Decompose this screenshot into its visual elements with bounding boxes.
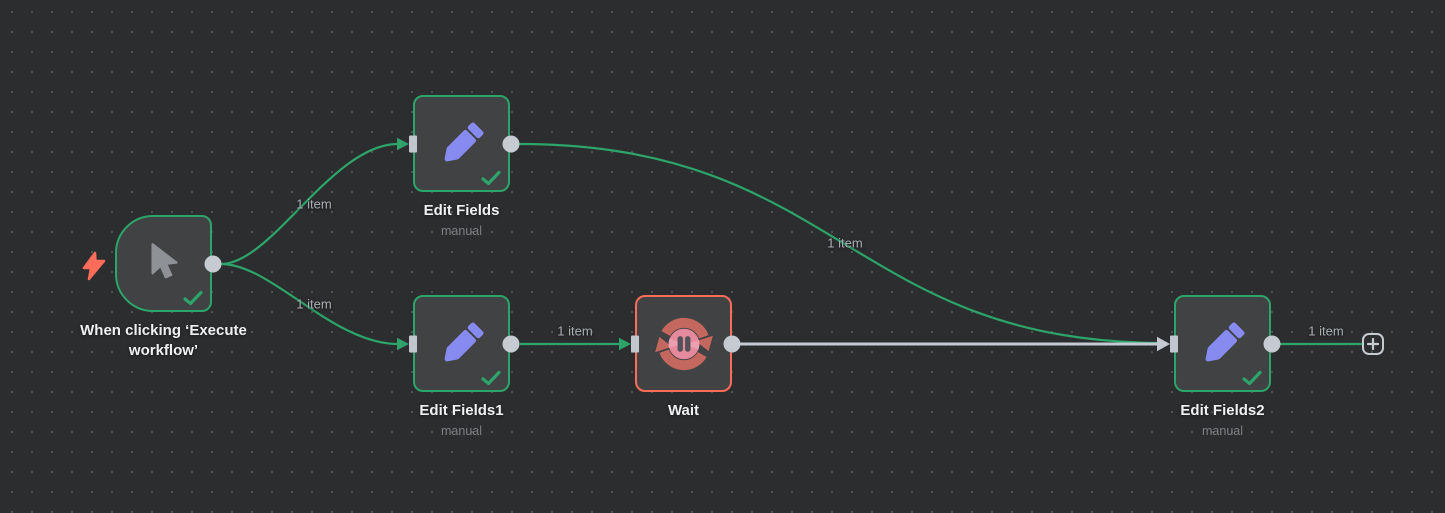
lightning-bolt-icon <box>81 251 107 281</box>
connection-arrow <box>619 337 631 351</box>
connection-items-label: 1 item <box>1308 323 1344 339</box>
pause-sync-icon <box>653 313 715 375</box>
node-label: When clicking ‘Execute workflow’ <box>80 322 247 359</box>
check-icon <box>481 170 501 186</box>
node-edit-fields2[interactable]: Edit Fields2 manual <box>1174 295 1271 438</box>
input-connector[interactable] <box>1170 335 1178 353</box>
pencil-icon <box>435 317 489 371</box>
output-connector[interactable] <box>1263 335 1281 353</box>
connection-trigger-to-edit-fields1[interactable] <box>220 262 399 346</box>
check-icon <box>183 290 203 306</box>
node-label: Edit Fields1 <box>419 402 504 419</box>
input-connector[interactable] <box>409 135 417 153</box>
connection-items-label: 1 item <box>296 196 332 212</box>
check-icon <box>1242 370 1262 386</box>
node-wait[interactable]: Wait <box>635 295 732 419</box>
connection-arrow <box>397 337 409 351</box>
connection-arrow <box>1157 336 1170 352</box>
input-connector[interactable] <box>631 335 639 353</box>
node-label: Edit Fields2 <box>1180 402 1265 419</box>
node-manual-trigger[interactable]: When clicking ‘Execute workflow’ <box>80 215 247 359</box>
node-subtitle: manual <box>1202 424 1243 438</box>
output-connector[interactable] <box>723 335 741 353</box>
connection-items-label: 1 item <box>827 235 863 251</box>
connection-items-label: 1 item <box>296 296 332 312</box>
connection-edit-fields-to-edit-fields2[interactable] <box>518 142 1168 345</box>
check-icon <box>481 370 501 386</box>
input-connector[interactable] <box>409 335 417 353</box>
connection-items-label: 1 item <box>557 323 593 339</box>
add-node-button[interactable] <box>1362 333 1384 355</box>
node-edit-fields1[interactable]: Edit Fields1 manual <box>413 295 510 438</box>
plus-icon <box>1366 337 1380 351</box>
cursor-icon <box>147 241 181 287</box>
pencil-icon <box>1196 317 1250 371</box>
connection-trigger-to-edit-fields[interactable] <box>220 142 399 266</box>
node-label: Wait <box>667 402 700 419</box>
output-connector[interactable] <box>204 255 222 273</box>
output-connector[interactable] <box>502 135 520 153</box>
node-subtitle: manual <box>441 424 482 438</box>
node-subtitle: manual <box>441 224 482 238</box>
output-connector[interactable] <box>502 335 520 353</box>
connection-arrow <box>397 137 409 151</box>
node-edit-fields[interactable]: Edit Fields manual <box>413 95 510 238</box>
node-label: Edit Fields <box>423 202 500 219</box>
pencil-icon <box>435 117 489 171</box>
